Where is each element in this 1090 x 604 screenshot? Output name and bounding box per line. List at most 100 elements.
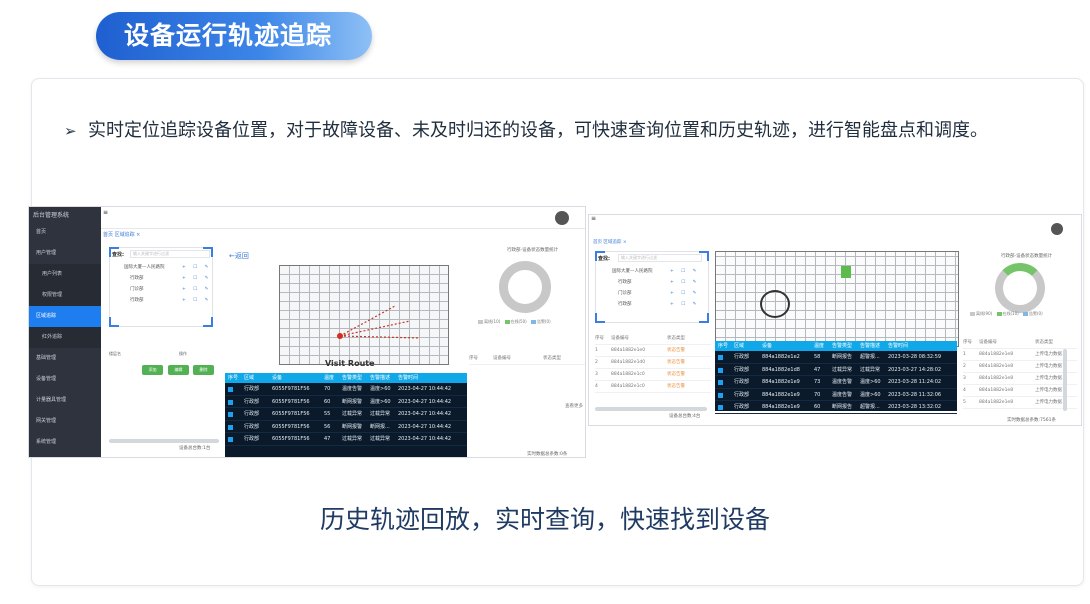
row-checkbox[interactable] <box>718 392 723 398</box>
row-checkbox[interactable] <box>718 367 723 373</box>
caption: 历史轨迹回放，实时查询，快速找到设备 <box>319 505 770 534</box>
back-link[interactable]: ←返回 <box>229 252 249 260</box>
header-cell: 设备编号 <box>611 336 629 341</box>
tree-node[interactable]: 门诊部+ ☐ ✎ <box>124 284 214 295</box>
header-cell: 区域 <box>244 375 255 381</box>
sidebar-item[interactable]: 计量器具管理 <box>36 397 67 403</box>
sidebar-item[interactable]: 首页 <box>36 229 47 235</box>
vertical-scrollbar[interactable] <box>1063 349 1067 411</box>
breadcrumb-tabs[interactable]: 首页 区域追踪 × <box>593 240 627 245</box>
tree-node[interactable]: 行政部+ ☐ ✎ <box>124 273 214 284</box>
tree-node[interactable]: 国际大厦—人民路院+ ☐ ✎ <box>124 262 214 273</box>
tree-node[interactable]: 门诊部+ ☐ ✎ <box>612 288 708 299</box>
table-cell: 70 <box>814 391 821 398</box>
breadcrumb-tabs[interactable]: 首页 区域追踪 × <box>103 232 141 238</box>
table-cell: 60 <box>814 404 821 411</box>
tree-node-label: 门诊部 <box>130 287 144 292</box>
table-cell: 884a1882e1c0 <box>611 384 645 389</box>
device-location-marker[interactable] <box>337 333 343 339</box>
row-checkbox[interactable] <box>228 399 233 405</box>
tree-node[interactable]: 行政部+ ☐ ✎ <box>612 299 708 310</box>
edit-button[interactable]: 编辑 <box>168 365 189 375</box>
floor-plan-map[interactable] <box>715 251 959 347</box>
sidebar-item[interactable]: 用户列表 <box>29 264 101 285</box>
sidebar-item[interactable]: 基础管理 <box>36 355 57 361</box>
table-cell: 上传电力数据 <box>1035 376 1062 381</box>
search-input[interactable]: 输入关键字进行过滤 <box>130 250 210 258</box>
tree-node[interactable]: 行政部+ ☐ ✎ <box>612 277 708 288</box>
table-cell: 行政部 <box>244 423 260 430</box>
horizontal-scrollbar[interactable] <box>109 439 219 443</box>
avatar[interactable] <box>1051 223 1063 235</box>
search-label: 查找: <box>112 252 124 258</box>
row-checkbox[interactable] <box>228 424 233 430</box>
table-cell: 884a1882e1e0 <box>611 348 646 353</box>
area-tree: 国际大厦—人民路院+ ☐ ✎行政部+ ☐ ✎门诊部+ ☐ ✎行政部+ ☐ ✎ <box>612 266 708 310</box>
table-cell <box>225 408 241 420</box>
add-button[interactable]: 添加 <box>142 365 163 375</box>
floor-plan-map[interactable] <box>279 265 449 365</box>
row-checkbox[interactable] <box>228 412 233 418</box>
delete-button[interactable]: 删除 <box>193 365 214 375</box>
row-checkbox[interactable] <box>228 437 233 443</box>
active-zone-marker[interactable] <box>841 266 851 278</box>
table-cell: 884a1882e1e8 <box>979 400 1014 405</box>
row-checkbox[interactable] <box>718 380 723 386</box>
sidebar-item[interactable]: 红外追踪 <box>29 327 101 348</box>
table-cell: 3 <box>595 372 598 377</box>
sidebar-item[interactable]: 系统管理 <box>36 439 57 445</box>
legend-offline: 离线(10) <box>484 319 501 324</box>
legend-alarm: 告警(0) <box>1029 311 1043 316</box>
table-cell: 884a1882e1e2 <box>762 354 800 360</box>
screenshot-history-route: 后台管理系统 首页用户管理用户列表权限管理区域追踪红外追踪基础管理设备管理计量器… <box>28 206 586 458</box>
horizontal-scrollbar[interactable] <box>595 407 707 411</box>
row-checkbox[interactable] <box>228 387 233 392</box>
sidebar-item[interactable]: 网关管理 <box>36 418 57 424</box>
header-cell: 告警时间 <box>398 375 419 381</box>
sidebar-item[interactable]: 区域追踪 <box>29 306 101 327</box>
tree-node[interactable]: 国际大厦—人民路院+ ☐ ✎ <box>612 266 708 277</box>
sidebar-item[interactable]: 权限管理 <box>29 285 101 306</box>
table-cell: 47 <box>324 436 331 443</box>
bullet-text: 实时定位追踪设备位置，对于故障设备、未及时归还的设备，可快速查询位置和历史轨迹，… <box>88 120 988 141</box>
menu-toggle-icon[interactable]: ≡ <box>103 209 109 216</box>
avatar[interactable] <box>555 211 569 225</box>
menu-toggle-icon[interactable]: ≡ <box>591 215 597 222</box>
sidebar-item[interactable]: 用户管理 <box>36 250 57 256</box>
table-cell: 状态告警 <box>667 348 685 353</box>
table-cell: 温度>60 <box>860 379 881 386</box>
route-path <box>339 305 421 339</box>
sidebar-item[interactable]: 设备管理 <box>36 376 57 382</box>
search-input[interactable]: 输入关键字进行过滤 <box>618 254 702 262</box>
tree-node[interactable]: 行政部+ ☐ ✎ <box>124 295 214 306</box>
header-cell: 设备编号 <box>979 340 997 345</box>
view-more-link[interactable]: 查看更多 <box>565 404 583 409</box>
feature-description: ➢ 实时定位追踪设备位置，对于故障设备、未及时归还的设备，可快速查询位置和历史轨… <box>64 113 1024 149</box>
page-title: 设备运行轨迹追踪 <box>96 12 372 60</box>
row-checkbox[interactable] <box>718 405 723 411</box>
device-location-marker[interactable] <box>760 290 790 318</box>
table-cell: 过载异常 <box>370 436 391 443</box>
row-checkbox[interactable] <box>718 355 723 360</box>
device-count: 设备总台数:4台 <box>669 414 701 419</box>
table-cell: 断网报警 <box>342 423 363 430</box>
